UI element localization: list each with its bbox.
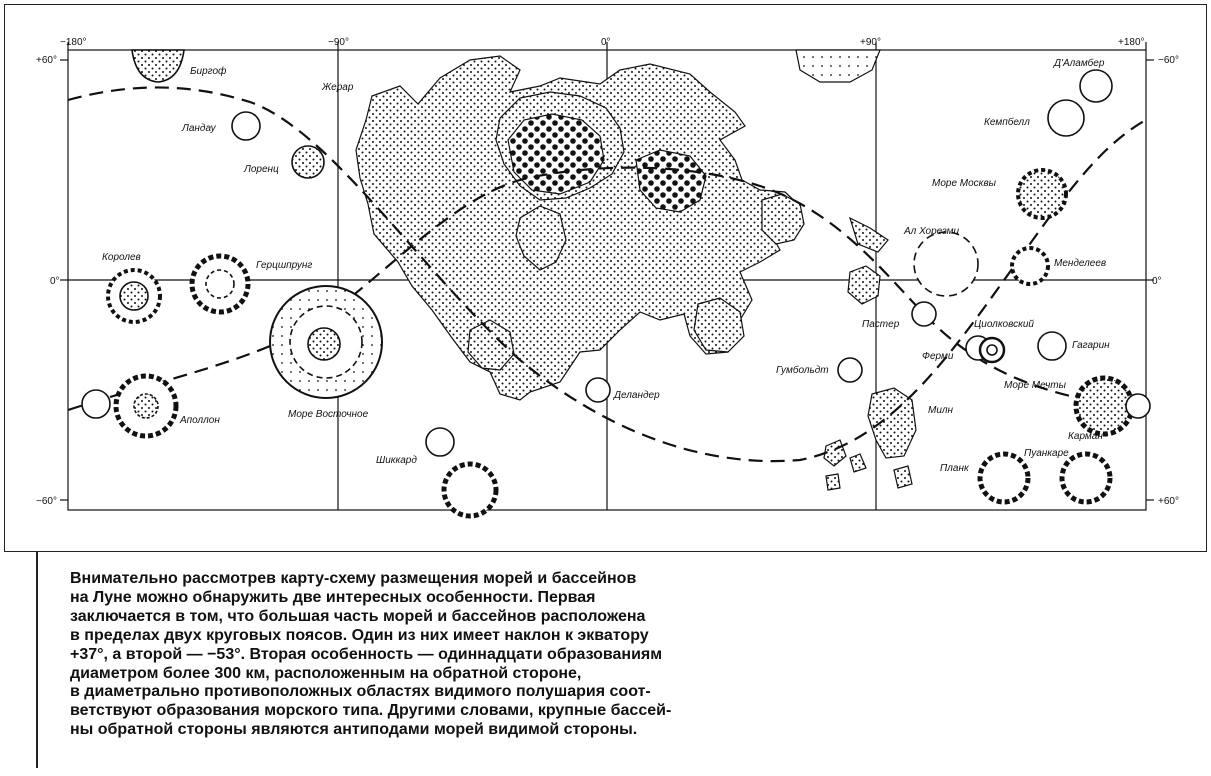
lat-label-left: +60° (36, 55, 57, 66)
lat-label-left: 0° (50, 276, 60, 287)
al-horezmi-basin (913, 231, 979, 297)
gagarin-crater (1037, 331, 1067, 361)
lat-label-right: −60° (1158, 55, 1179, 66)
label-landau: Ландау (181, 123, 217, 134)
far-side-basins (81, 49, 1151, 519)
lon-label: −180° (60, 37, 87, 48)
label-mendeleev: Менделеев (1054, 258, 1106, 269)
mare-smythii (847, 265, 881, 305)
shikkard-crater (425, 427, 455, 457)
south-mare-patches (867, 387, 917, 459)
belt-minus-53 (67, 86, 1147, 463)
lat-label-right: 0° (1152, 276, 1162, 287)
caption-line: ветствуют образования морского типа. Дру… (70, 702, 672, 720)
caption-line: ны обратной стороны являются антиподами … (70, 721, 638, 739)
caption-line: заключается в том, что большая часть мор… (70, 607, 646, 625)
label-gertsshprung: Герцшпрунг (256, 260, 312, 271)
label-more-moskvy: Море Москвы (932, 178, 997, 189)
label-kempbell: Кемпбелл (984, 116, 1030, 128)
caption-line: +37°, а второй — −53°. Вторая особенност… (70, 645, 663, 663)
moon-basins-map: −180° −90° 0° +90° +180° +60° 0° −60° −6… (36, 37, 1179, 519)
label-dalamber: Д'Аламбер (1053, 57, 1105, 69)
gumboldt-crater (837, 357, 863, 383)
mare-nectaris (693, 297, 745, 353)
mare-nubium (515, 205, 567, 271)
plank-basin (977, 451, 1031, 505)
margin-rule (36, 552, 38, 768)
label-more-mechty: Море Мечты (1004, 380, 1067, 391)
lat-label-right: +60° (1158, 496, 1179, 507)
label-karman: Карман (1068, 431, 1103, 442)
label-delander: Деландер (613, 390, 660, 401)
lat-label-left: −60° (36, 496, 57, 507)
label-shikkard: Шиккард (376, 455, 417, 466)
more-mechty-basin (1073, 375, 1135, 437)
label-korolev: Королев (102, 252, 141, 263)
caption-line: в пределах двух круговых поясов. Один из… (70, 626, 649, 644)
axis-labels: −180° −90° 0° +90° +180° +60° 0° −60° −6… (36, 37, 1179, 507)
dalamber-crater (1079, 69, 1113, 103)
label-puankare: Пуанкаре (1024, 448, 1069, 459)
paster-crater (911, 301, 937, 327)
shikkard-south-basin (441, 461, 499, 519)
mare-serenitatis-dark (635, 149, 707, 213)
birgof-basin (131, 49, 185, 83)
landau-crater (231, 111, 261, 141)
oceanus-procellarum (355, 55, 801, 401)
mare-marginis (849, 216, 889, 253)
feature-labels: Биргоф Жерар Ландау Лоренц Королев Герцш… (102, 57, 1110, 474)
gertsshprung-basin (189, 253, 251, 315)
label-fermi: Ферми (922, 351, 954, 362)
lon-label: +90° (860, 37, 881, 48)
label-lorenz: Лоренц (243, 164, 279, 175)
caption-line: Внимательно рассмотрев карту-схему разме… (70, 570, 637, 587)
puankare-basin (1059, 451, 1113, 505)
caption-line: в диаметрально противоположных областях … (70, 683, 651, 701)
kempbell-crater (1047, 99, 1085, 137)
lon-label: −90° (328, 37, 349, 48)
mendeleev-basin (1010, 246, 1050, 286)
label-gagarin: Гагарин (1072, 340, 1110, 351)
label-apollon: Аполлон (179, 415, 220, 426)
label-zherar: Жерар (321, 82, 354, 93)
mare-imbrium-dark (507, 113, 605, 195)
label-paster: Пастер (862, 319, 900, 330)
label-miln: Милн (928, 405, 954, 416)
caption-text: Внимательно рассмотрев карту-схему разме… (70, 570, 810, 740)
caption-line: диаметром более 300 км, расположенным на… (70, 664, 582, 682)
delander-crater (585, 377, 611, 403)
label-more-vostochnoe: Море Восточное (288, 409, 369, 420)
north-polar-mare (795, 49, 881, 83)
caption-line: на Луне можно обнаружить две интересных … (70, 588, 596, 606)
label-al-horezmi: Ал Хорезми (903, 226, 960, 237)
lon-label: 0° (601, 37, 611, 48)
maria (355, 49, 917, 491)
lon-label: +180° (1118, 37, 1145, 48)
map-frame (4, 4, 1207, 552)
more-moskvy-basin (1016, 168, 1068, 220)
lorenz-crater (291, 145, 325, 179)
label-tsiolkovsky: Циолковский (974, 319, 1034, 330)
mare-humorum (467, 319, 515, 371)
label-birgof: Биргоф (190, 65, 227, 77)
label-plank: Планк (940, 463, 970, 474)
label-gumboldt: Гумбольдт (776, 364, 829, 376)
